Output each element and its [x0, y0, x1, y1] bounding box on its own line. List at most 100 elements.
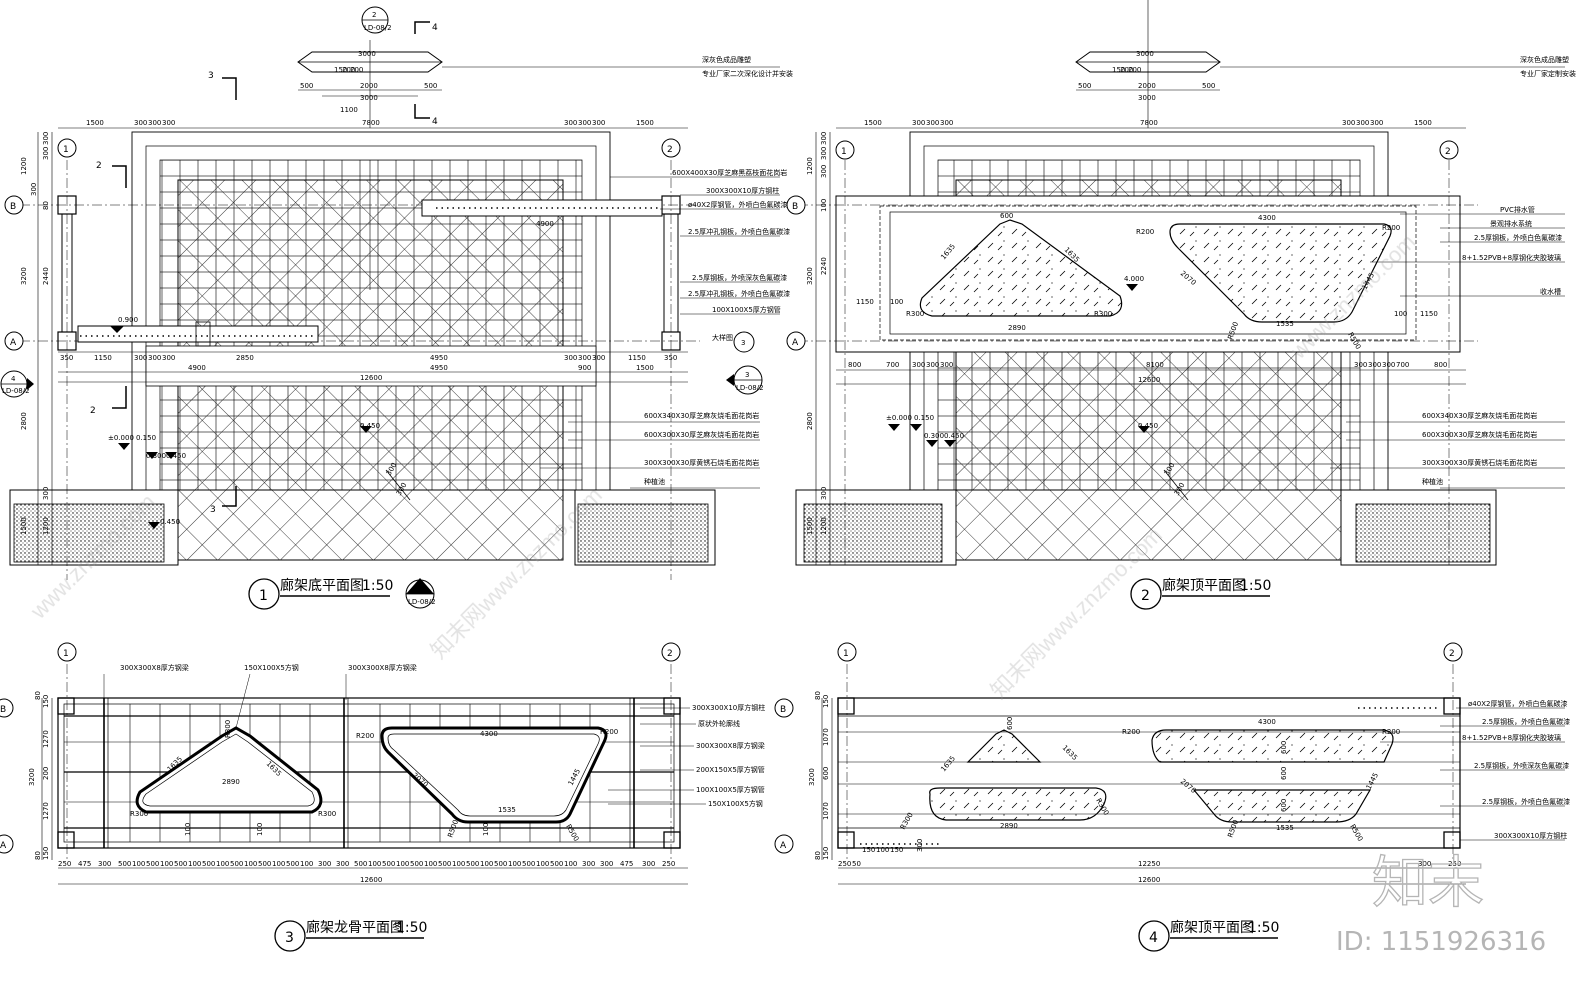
- v4-ld-1070a: 1070: [822, 728, 830, 746]
- v4-op-R200b: R200: [1382, 728, 1400, 736]
- view-1-left-dims: 1200 300 300 300 80 3200 2440 2800 300 1…: [20, 132, 53, 565]
- section-tag-2-top: 2: [96, 161, 102, 171]
- view-1-cap: 3000 150 200 200 2000 500 500 3000 1100 …: [208, 6, 793, 128]
- v2-ld-300c: 300: [820, 165, 828, 178]
- view-1-structure: 4900: [57, 160, 681, 351]
- view-3-openings: R300 1635 1635 R300 2890 R300 R200 4300 …: [130, 720, 618, 843]
- v3-bd-20: 100: [368, 860, 381, 868]
- v2-ld-1200: 1200: [806, 157, 814, 175]
- bottom-dim-300d: 300: [564, 354, 577, 362]
- label-v1-2: ø40X2厚钢管，外喷白色氟碳漆: [688, 200, 787, 209]
- section-tag-2-bottom: 2: [90, 406, 96, 416]
- v3-grid-bubble-1: 1: [63, 649, 69, 659]
- v2-ld-300a: 300: [820, 132, 828, 145]
- v2-top-dim-300d: 300: [1342, 119, 1355, 127]
- v3-bd-18: 300: [336, 860, 349, 868]
- v2-label-5: 600X340X30厚芝麻灰烧毛面花岗岩: [1422, 411, 1537, 420]
- callout-top-number: 2: [372, 11, 376, 19]
- v4-label-0: ø40X2厚钢管，外喷白色氟碳漆: [1468, 699, 1567, 708]
- view-1-bottom-dims: 350 1150 300 300 300 2850 4950 300 300 3…: [58, 354, 688, 383]
- bottom-dim-4900: 4900: [188, 364, 206, 372]
- left-dim-2440: 2440: [42, 267, 50, 285]
- v3-bd-36: 300: [600, 860, 613, 868]
- v3-bd-0: 250: [58, 860, 71, 868]
- grid-bubble-A: A: [10, 338, 17, 348]
- view-2-title-block: 2 廊架顶平面图 1:50: [1130, 577, 1271, 610]
- v4-label-1: 2.5厚钢板，外喷白色氟碳漆: [1482, 717, 1570, 726]
- v3-bd-39: 250: [662, 860, 675, 868]
- v2-cap-dim-500a: 500: [1078, 82, 1091, 90]
- level-0900: 0.900: [118, 316, 138, 324]
- v2-op-R300b: R300: [1094, 310, 1112, 318]
- view-2-right-labels: PVC排水管 景观排水系统 2.5厚钢板，外喷白色氟碳漆 8+1.52PVB+8…: [1330, 205, 1565, 489]
- v3-bd-7: 500: [174, 860, 187, 868]
- v3-ld-150a: 150: [42, 695, 50, 708]
- bottom-dim-2850: 2850: [236, 354, 254, 362]
- v2-grid-bubble-A: A: [792, 338, 799, 348]
- v3-label-2: 300X300X8厚方钢梁: [696, 741, 765, 750]
- label-v1-10: 300X300X30厚黄锈石烧毛面花岗岩: [644, 458, 759, 467]
- v3-op-R500b: R500: [564, 823, 580, 843]
- v2-level-0450a: 0.450: [944, 432, 964, 440]
- v4-op-R200a: R200: [1122, 728, 1140, 736]
- bottom-dim-350b: 350: [664, 354, 677, 362]
- brand-mark: 知末 ID: 1151926316: [1336, 850, 1546, 957]
- v2-label-1: 景观排水系统: [1490, 219, 1532, 228]
- view-4-labels: ø40X2厚钢管，外喷白色氟碳漆 2.5厚钢板，外喷白色氟碳漆 8+1.52PV…: [1380, 699, 1570, 841]
- v3-label-5: 150X100X5方钢: [708, 799, 763, 808]
- v2-bd-800a: 800: [848, 361, 861, 369]
- v3-bd-27: 500: [466, 860, 479, 868]
- v3-ld-80b: 80: [34, 851, 42, 860]
- v3-bd-15: 500: [286, 860, 299, 868]
- v3-bd-29: 500: [494, 860, 507, 868]
- v3-op-100a: 100: [184, 823, 192, 836]
- v4-op-1635b: 1635: [1061, 744, 1079, 762]
- view-1-title-block: 1 廊架底平面图 1:50 1 LD-08/2: [248, 577, 436, 610]
- section-marker-number: 1: [417, 585, 421, 593]
- v4-label-3: 2.5厚钢板，外喷深灰色氟碳漆: [1474, 761, 1569, 770]
- top-dim-300e: 300: [578, 119, 591, 127]
- level-0450a: 0.450: [166, 452, 186, 460]
- v2-label-0: PVC排水管: [1500, 205, 1535, 214]
- v2-top-dim-1500b: 1500: [1414, 119, 1432, 127]
- label-v1-6: 100X100X5厚方钢管: [712, 305, 781, 314]
- v2-top-dim-300c: 300: [940, 119, 953, 127]
- v3-bd-37: 475: [620, 860, 633, 868]
- v3-label-0: 300X300X10厚方钢柱: [692, 703, 765, 712]
- cap-dim-2000: 2000: [360, 82, 378, 90]
- v4-op-1635a: 1635: [939, 754, 957, 773]
- left-dim-80: 80: [42, 201, 50, 210]
- grid-bubble-B: B: [10, 202, 16, 212]
- callout-top-sheet: LD-08/2: [364, 24, 392, 32]
- label-v1-4: 2.5厚钢板，外喷深灰色氟碳漆: [692, 273, 787, 282]
- v2-op-R300a: R300: [906, 310, 924, 318]
- v4-bs-6: 300: [1418, 860, 1431, 868]
- v4-grid-bubble-A: A: [780, 841, 787, 851]
- v4-bs-4: 150: [890, 846, 903, 854]
- v4-ld-80b: 80: [814, 851, 822, 860]
- v3-op-R200b: R200: [600, 728, 618, 736]
- v3-bd-23: 500: [410, 860, 423, 868]
- callout-left-sheet: LD-08/2: [2, 387, 30, 395]
- bottom-dim-1500: 1500: [636, 364, 654, 372]
- v2-bd-300c: 300: [940, 361, 953, 369]
- v4-ld-80a: 80: [814, 691, 822, 700]
- v2-op-1535: 1535: [1276, 320, 1294, 328]
- v3-bd-22: 100: [396, 860, 409, 868]
- v3-grid-bubble-A: A: [0, 841, 7, 851]
- view-4-grid: 1 2 B A: [774, 642, 1463, 860]
- bottom-dim-1150b: 1150: [628, 354, 646, 362]
- cap-dim-500a: 500: [300, 82, 313, 90]
- v3-bd-35: 300: [582, 860, 595, 868]
- view-1-paving: [58, 131, 688, 561]
- top-dim-300b: 300: [148, 119, 161, 127]
- v2-level-0150: 0.150: [914, 414, 934, 422]
- v4-op-600d: 600: [1280, 799, 1288, 812]
- v2-ld-2240: 2240: [820, 257, 828, 275]
- v2-op-2890: 2890: [1008, 324, 1026, 332]
- v2-bd-300f: 300: [1382, 361, 1395, 369]
- left-dim-300c: 300: [30, 183, 38, 196]
- v4-grid-bubble-2: 2: [1449, 649, 1455, 659]
- left-dim-300a: 300: [42, 132, 50, 145]
- v2-overall: 12600: [1138, 376, 1160, 384]
